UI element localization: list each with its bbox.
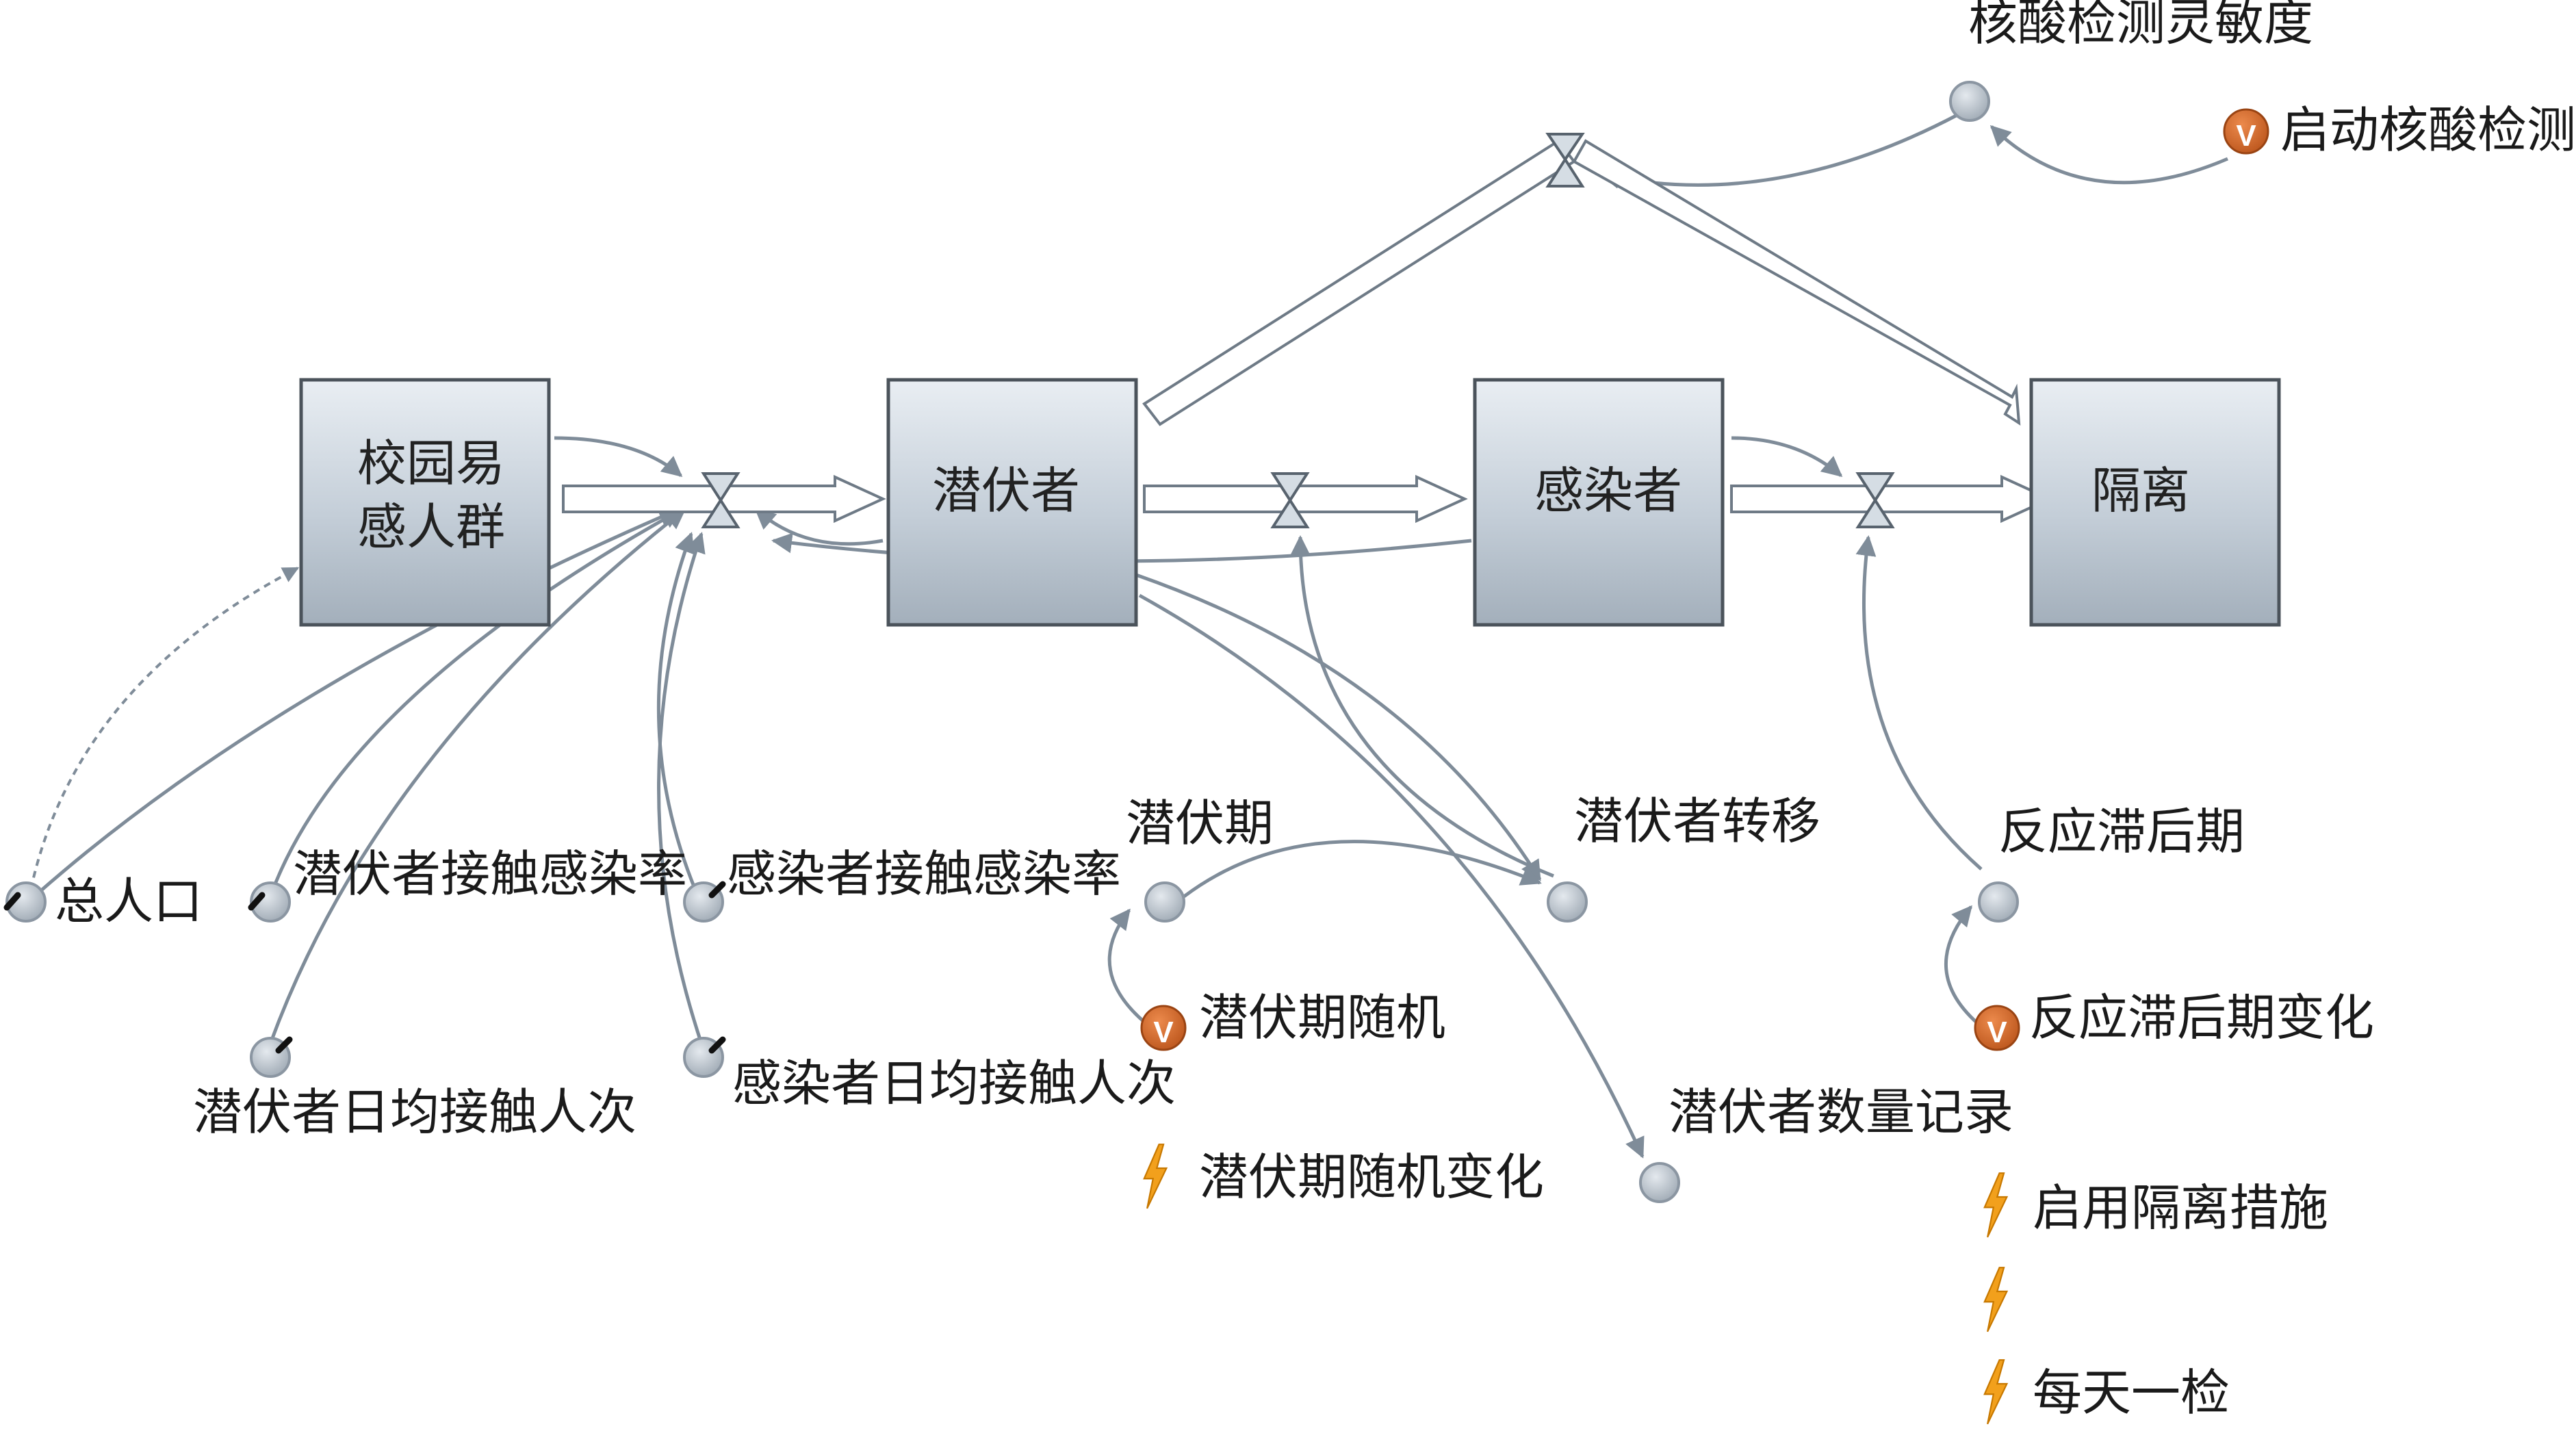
var-latent-count-record-label: 潜伏者数量记录	[1669, 1083, 2013, 1141]
var-latent-daily-contacts[interactable]: 潜伏者日均接触人次	[193, 1036, 636, 1141]
stock-susceptible-label-line2: 感人群	[357, 498, 505, 556]
link-latent-to-transfer	[1135, 573, 1542, 881]
stock-isolated-label: 隔离	[2091, 462, 2190, 519]
link-sensitivity-to-test-valve	[1599, 113, 1959, 189]
link-random-to-period	[1107, 908, 1151, 1028]
v-badge-icon: V	[2236, 119, 2256, 153]
var-infected-daily-contacts[interactable]: 感染者日均接触人次	[683, 1036, 1176, 1112]
var-latent-period[interactable]: 潜伏期	[1126, 795, 1274, 923]
var-response-delay-label: 反应滞后期	[1998, 803, 2245, 860]
var-total-population-label: 总人口	[55, 873, 203, 930]
stock-susceptible[interactable]: 校园易 感人群	[299, 378, 551, 627]
action-daily-test-label: 每天一检	[2033, 1364, 2230, 1421]
var-latent-transfer[interactable]: 潜伏者转移	[1547, 792, 1820, 923]
var-infected-contact-rate[interactable]: 感染者接触感染率	[683, 845, 1121, 923]
var-latent-count-record[interactable]: 潜伏者数量记录	[1639, 1083, 2013, 1203]
control-response-delay-change-label: 反应滞后期变化	[2029, 989, 2374, 1046]
lightning-bolt-icon	[1983, 1267, 2008, 1332]
link-infected-contacts-to-valve	[657, 532, 706, 1044]
link-infected-rate-to-valve	[656, 532, 700, 897]
lightning-bolt-icon	[1983, 1359, 2008, 1425]
link-infected-to-isolate-valve	[1731, 436, 1843, 477]
control-latent-period-random[interactable]: V 潜伏期随机	[1140, 989, 1445, 1051]
var-latent-daily-contacts-label: 潜伏者日均接触人次	[193, 1083, 636, 1141]
valves	[701, 133, 1895, 528]
stock-latent[interactable]: 潜伏者	[886, 378, 1138, 627]
var-latent-period-label: 潜伏期	[1126, 795, 1274, 852]
pipe-latent-to-infected	[1143, 474, 1468, 524]
stock-infected[interactable]: 感染者	[1473, 378, 1725, 627]
stock-latent-label: 潜伏者	[932, 462, 1080, 519]
link-transfer-to-latent-valve	[1290, 535, 1554, 878]
var-nucleic-sensitivity[interactable]: 核酸检测灵敏度	[1949, 0, 2313, 122]
var-infected-contact-rate-label: 感染者接触感染率	[727, 845, 1121, 903]
valve-nucleic-test	[1545, 133, 1585, 188]
action-daily-test[interactable]: 每天一检	[1983, 1359, 2230, 1425]
var-latent-contact-rate-label: 潜伏者接触感染率	[293, 845, 687, 903]
v-badge-icon: V	[1153, 1016, 1174, 1049]
action-enable-isolation[interactable]: 启用隔离措施	[1983, 1172, 2328, 1238]
control-response-delay-change[interactable]: V 反应滞后期变化	[1974, 989, 2374, 1051]
action-enable-isolation-label: 启用隔离措施	[2033, 1179, 2328, 1237]
v-badge-icon: V	[1987, 1016, 2007, 1049]
link-latent-to-infection-valve	[754, 508, 884, 546]
action-latent-period-random-change-label: 潜伏期随机变化	[1199, 1148, 1544, 1206]
link-total-pop-to-valve	[33, 507, 680, 898]
stock-susceptible-label-line1: 校园易	[357, 435, 505, 492]
link-latent-contacts-to-valve	[268, 508, 686, 1044]
links	[29, 113, 2228, 1159]
control-start-nucleic-test-label: 启动核酸检测	[2280, 101, 2576, 159]
action-latent-period-random-change[interactable]: 潜伏期随机变化	[1143, 1144, 1544, 1209]
flow-pipes	[562, 139, 2053, 524]
link-period-to-transfer	[1183, 840, 1542, 899]
valve-latent-transfer	[1270, 472, 1310, 528]
link-susceptible-to-infection-valve	[554, 436, 683, 477]
link-latent-to-record	[1138, 593, 1645, 1159]
valve-isolation	[1855, 472, 1895, 528]
var-nucleic-sensitivity-label: 核酸检测灵敏度	[1968, 0, 2313, 51]
lightning-bolt-icon	[1983, 1172, 2008, 1238]
link-start-test-to-sensitivity	[1989, 125, 2228, 185]
var-latent-transfer-label: 潜伏者转移	[1574, 792, 1820, 850]
control-latent-period-random-label: 潜伏期随机	[1199, 989, 1445, 1046]
stock-isolated[interactable]: 隔离	[2029, 378, 2281, 627]
var-response-delay[interactable]: 反应滞后期	[1978, 803, 2245, 923]
control-start-nucleic-test[interactable]: V 启动核酸检测	[2223, 101, 2576, 159]
link-latent-rate-to-valve	[268, 508, 683, 897]
lightning-bolt-icon	[1143, 1144, 1168, 1209]
var-latent-contact-rate[interactable]: 潜伏者接触感染率	[248, 845, 687, 923]
var-infected-daily-contacts-label: 感染者日均接触人次	[732, 1055, 1176, 1112]
link-response-to-isolate-valve	[1855, 535, 1983, 871]
var-total-population[interactable]: 总人口	[3, 873, 203, 930]
pipe-test-to-isolated	[1572, 139, 2021, 426]
stock-infected-label: 感染者	[1534, 462, 1682, 519]
valve-infection	[701, 472, 740, 528]
pipe-infected-to-isolated	[1730, 474, 2053, 524]
link-delay-change-to-response	[1944, 905, 1983, 1028]
link-total-pop-to-susceptible	[29, 567, 300, 890]
action-unnamed[interactable]	[1983, 1267, 2008, 1332]
